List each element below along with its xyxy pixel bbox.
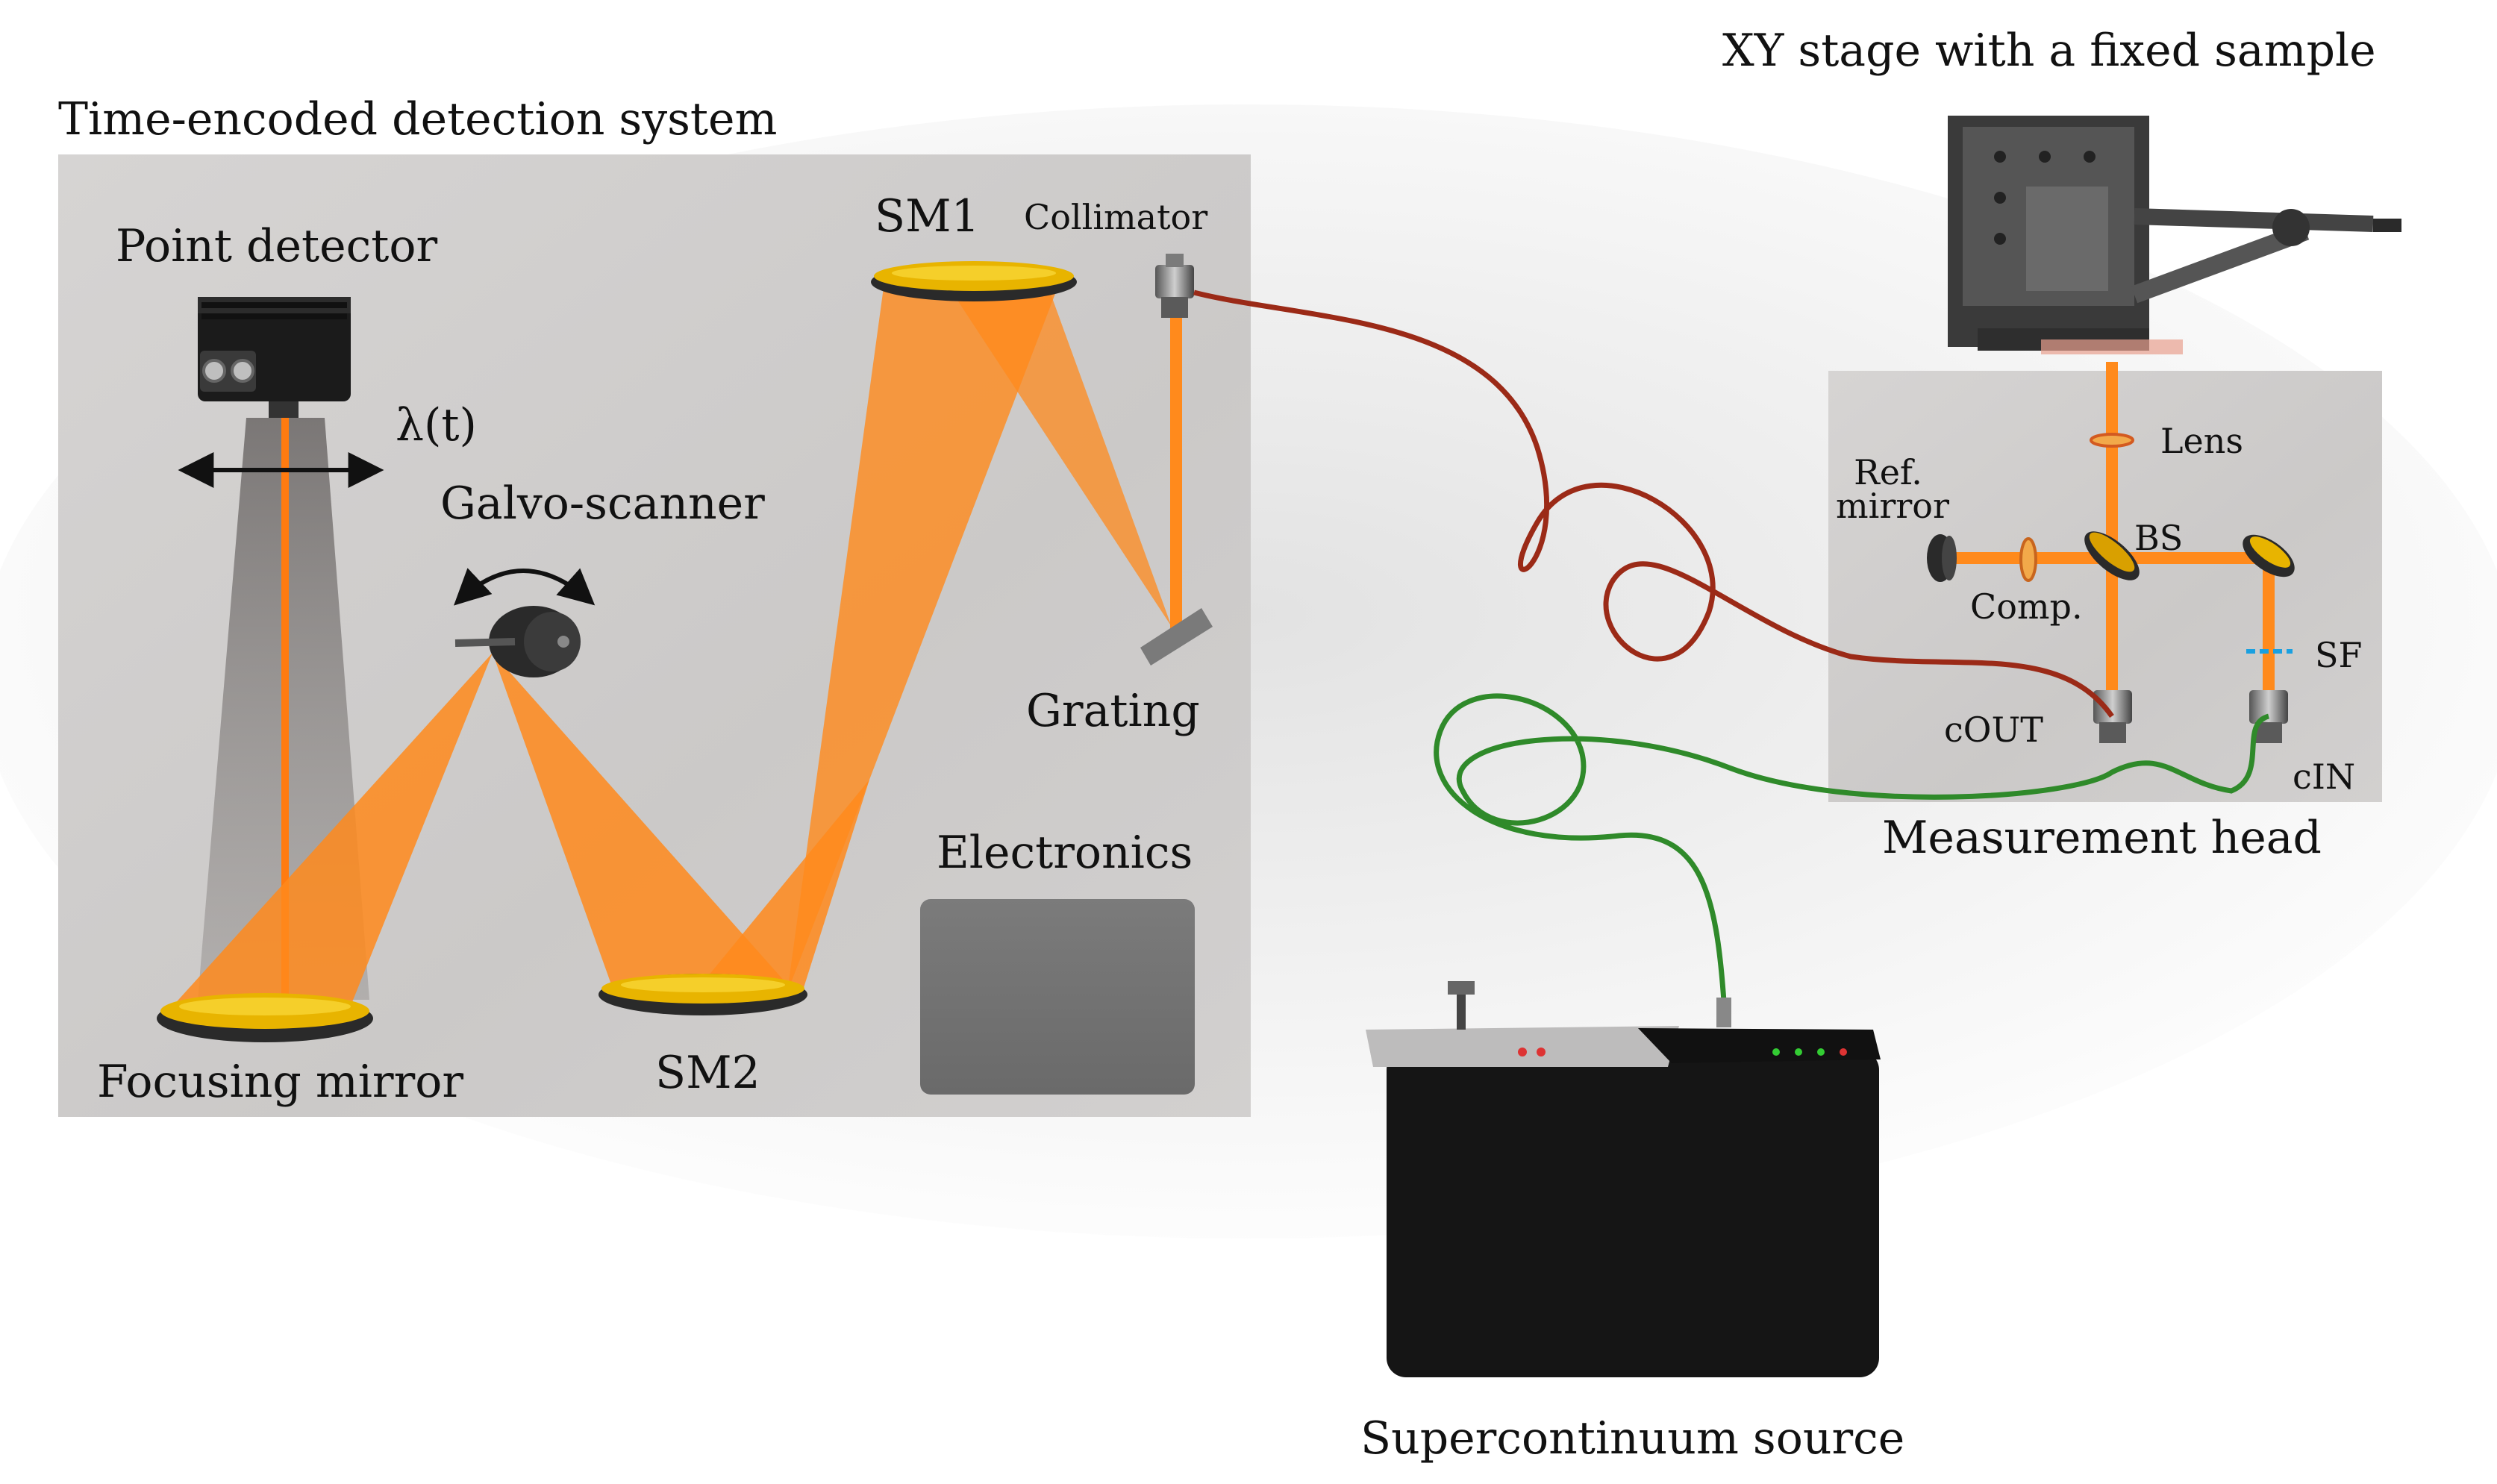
cout-label: cOUT bbox=[1944, 710, 2043, 750]
cin-label: cIN bbox=[2293, 757, 2356, 797]
point-detector-label: Point detector bbox=[116, 220, 438, 272]
measurement-head-label: Measurement head bbox=[1882, 812, 2322, 864]
collimator bbox=[1155, 254, 1194, 318]
lens bbox=[2090, 433, 2134, 448]
supercontinuum-source bbox=[1366, 981, 1881, 1377]
sm2-mirror bbox=[599, 974, 807, 1015]
comp-label: Comp. bbox=[1970, 586, 2083, 627]
electronics-box bbox=[920, 899, 1195, 1095]
xy-stage bbox=[1948, 116, 2401, 354]
compensator bbox=[2019, 537, 2037, 582]
supercontinuum-source-label: Supercontinuum source bbox=[1360, 1412, 1905, 1465]
green-fiber bbox=[1434, 693, 2270, 1002]
galvo-scanner bbox=[454, 606, 581, 677]
bs-label: BS bbox=[2134, 518, 2184, 558]
ref-mirror-label-line2: mirror bbox=[1836, 486, 1949, 526]
xy-stage-label: XY stage with a fixed sample bbox=[1722, 25, 2376, 77]
ref-mirror bbox=[1927, 534, 1957, 582]
lambda-t-label: λ(t) bbox=[396, 399, 477, 451]
sm2-label: SM2 bbox=[655, 1047, 760, 1099]
red-fiber bbox=[1193, 289, 2114, 718]
grating bbox=[1140, 608, 1213, 666]
galvo-rotation-arrow bbox=[454, 568, 596, 606]
sm1-mirror bbox=[871, 261, 1077, 301]
point-detector bbox=[198, 297, 351, 418]
detection-system-title: Time-encoded detection system bbox=[58, 93, 778, 145]
focusing-mirror-label: Focusing mirror bbox=[97, 1056, 464, 1108]
electronics-label: Electronics bbox=[937, 827, 1193, 879]
orange-beams bbox=[172, 278, 1182, 1007]
cout-collimator bbox=[2093, 690, 2132, 743]
sf-label: SF bbox=[2315, 635, 2363, 675]
collimator-label: Collimator bbox=[1024, 197, 1208, 237]
galvo-scanner-label: Galvo-scanner bbox=[440, 478, 765, 530]
grating-label: Grating bbox=[1026, 685, 1200, 737]
beam-splitter bbox=[2084, 531, 2140, 580]
lens-label: Lens bbox=[2160, 421, 2244, 461]
fold-mirror bbox=[2243, 534, 2295, 577]
sm1-label: SM1 bbox=[875, 190, 980, 242]
ref-mirror-label-line1: Ref. bbox=[1854, 452, 1922, 492]
focusing-mirror bbox=[157, 993, 373, 1042]
